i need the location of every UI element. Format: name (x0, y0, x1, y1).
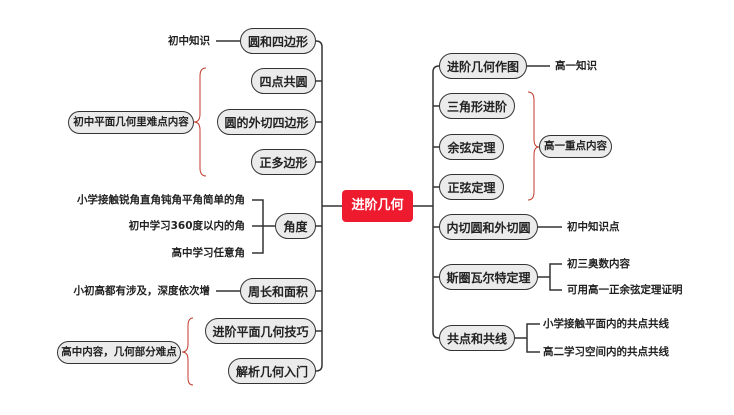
concurrency-child-1: 小学接触平面内的共点共线 (543, 318, 669, 330)
node-regular-polygon[interactable]: 正多边形 (251, 149, 316, 175)
concurrency-child-2: 高二学习空间内的共点共线 (543, 346, 669, 358)
node-circumscribed-quadrilateral[interactable]: 圆的外切四边形 (217, 109, 316, 135)
angle-child-3: 高中学习任意角 (171, 247, 246, 259)
summary-high-difficult[interactable]: 高中内容，几何部分难点 (57, 341, 181, 364)
node-perimeter-area[interactable]: 周长和面积 (240, 278, 316, 304)
node-angle[interactable]: 角度 (275, 213, 316, 239)
node-circle-quadrilateral[interactable]: 圆和四边形 (240, 28, 316, 54)
angle-child-2: 初中学习360度以内的角 (128, 220, 245, 232)
node-advanced-plane-techniques[interactable]: 进阶平面几何技巧 (205, 318, 316, 344)
stewart-child-1: 初三奥数内容 (567, 258, 630, 270)
stewart-child-2: 可用高一正余弦定理证明 (567, 284, 683, 296)
angle-child-1: 小学接触锐角直角钝角平角简单的角 (77, 194, 245, 206)
summary-middle-difficult[interactable]: 初中平面几何里难点内容 (68, 111, 194, 134)
note-middle-school: 初中知识 (168, 35, 210, 47)
node-concurrency-collinearity[interactable]: 共点和共线 (439, 325, 515, 351)
node-law-of-sines[interactable]: 正弦定理 (439, 174, 504, 200)
note-grade10: 高一知识 (555, 60, 597, 72)
node-incircle-circumcircle[interactable]: 内切圆和外切圆 (439, 214, 538, 240)
node-geometric-construction[interactable]: 进阶几何作图 (439, 53, 527, 79)
node-law-of-cosines[interactable]: 余弦定理 (439, 134, 504, 160)
summary-grade10-key[interactable]: 高一重点内容 (539, 135, 612, 158)
node-triangle-advanced[interactable]: 三角形进阶 (439, 93, 515, 119)
node-stewart-theorem[interactable]: 斯圈瓦尔特定理 (439, 264, 538, 290)
note-middle-school-point: 初中知识点 (567, 221, 620, 233)
note-perimeter: 小初高都有涉及，深度依次增 (73, 285, 211, 297)
root-node[interactable]: 进阶几何 (342, 190, 413, 222)
node-concyclic-points[interactable]: 四点共圆 (251, 68, 316, 94)
node-analytic-geometry[interactable]: 解析几何入门 (228, 358, 316, 384)
